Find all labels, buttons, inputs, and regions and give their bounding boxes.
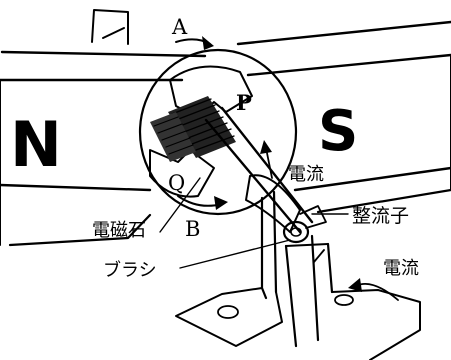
rotor	[138, 48, 314, 234]
electromagnet-leader	[159, 177, 201, 233]
current-arrow-upper	[260, 140, 273, 179]
pole-north-label: N	[10, 108, 62, 181]
north-magnet	[0, 9, 207, 247]
current-arrow-lower	[348, 278, 399, 301]
south-magnet	[236, 20, 451, 214]
rotation-arrow-b	[177, 195, 228, 210]
pole-south-label: S	[318, 99, 358, 164]
commutator	[245, 174, 327, 244]
brush-label: ブラシ	[103, 259, 157, 281]
point-p-label: P	[236, 90, 252, 115]
current-label-lower: 電流	[383, 258, 419, 279]
current-label-upper: 電流	[288, 164, 324, 185]
electromagnet-label: 電磁石	[92, 220, 146, 241]
point-q-label: Q	[168, 171, 185, 195]
point-b-label: B	[185, 217, 200, 241]
rotation-arrow-a	[175, 36, 214, 50]
brush-assembly	[175, 190, 421, 360]
point-a-label: A	[171, 15, 188, 39]
commutator-label: 整流子	[352, 205, 409, 227]
brush-leader	[179, 239, 291, 269]
electromagnet-coil	[150, 96, 236, 162]
